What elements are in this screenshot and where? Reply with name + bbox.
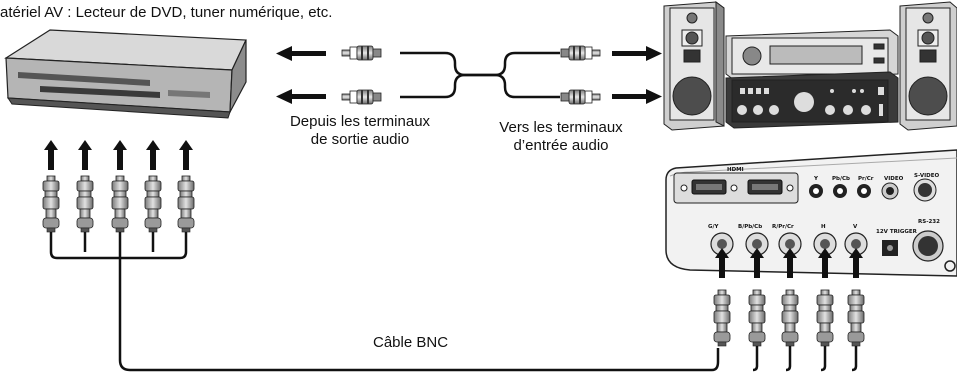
diagram-title: atériel AV : Lecteur de DVD, tuner numér…	[0, 4, 333, 21]
rca-plug-right-top-icon	[560, 45, 601, 61]
bnc-connectors-right	[713, 289, 865, 347]
bnc-cable	[49, 232, 720, 372]
audio-input-label: Vers les terminaux d’entrée audio	[476, 119, 646, 155]
dvd-output-arrows	[44, 140, 193, 170]
stereo-system-icon	[663, 1, 957, 131]
audio-cable	[341, 45, 601, 105]
rca-plug-left-bottom-icon	[341, 89, 382, 105]
panel-bpb-label: B/Pb/Cb	[738, 224, 762, 230]
panel-hdmi-label: HDMI	[727, 167, 744, 173]
panel-pb-label: Pb/Cb	[832, 176, 850, 182]
audio-output-label-line1: Depuis les terminaux	[289, 113, 431, 130]
panel-rpr-label: R/Pr/Cr	[772, 224, 794, 230]
panel-gy-label: G/Y	[708, 224, 720, 230]
audio-output-label: Depuis les terminaux de sortie audio	[270, 113, 450, 149]
bnc-cable-label: Câble BNC	[373, 334, 449, 351]
panel-h-label: H	[821, 224, 826, 230]
dvd-player-icon	[4, 29, 247, 119]
panel-y-label: Y	[813, 176, 819, 182]
audio-output-label-line2: de sortie audio	[310, 131, 410, 148]
audio-input-label-line2: d’entrée audio	[513, 137, 609, 154]
panel-trigger-label: 12V TRIGGER	[876, 229, 918, 235]
panel-svideo-label: S-VIDEO	[914, 173, 939, 179]
rca-plug-left-top-icon	[341, 45, 382, 61]
projector-panel-icon: HDMI Y Pb/Cb Pr/Cr VIDEO S-VIDEO G/Y B/P…	[665, 149, 957, 277]
panel-video-label: VIDEO	[884, 176, 904, 182]
audio-input-label-line1: Vers les terminaux	[499, 119, 623, 136]
audio-arrows	[276, 46, 662, 104]
bnc-connectors-left	[42, 175, 195, 233]
rca-plug-right-bottom-icon	[560, 89, 601, 105]
panel-v-label: V	[853, 224, 858, 230]
bnc-cable-ends-right	[752, 346, 858, 372]
panel-pr-label: Pr/Cr	[858, 176, 874, 182]
panel-rs232-label: RS-232	[918, 219, 940, 225]
